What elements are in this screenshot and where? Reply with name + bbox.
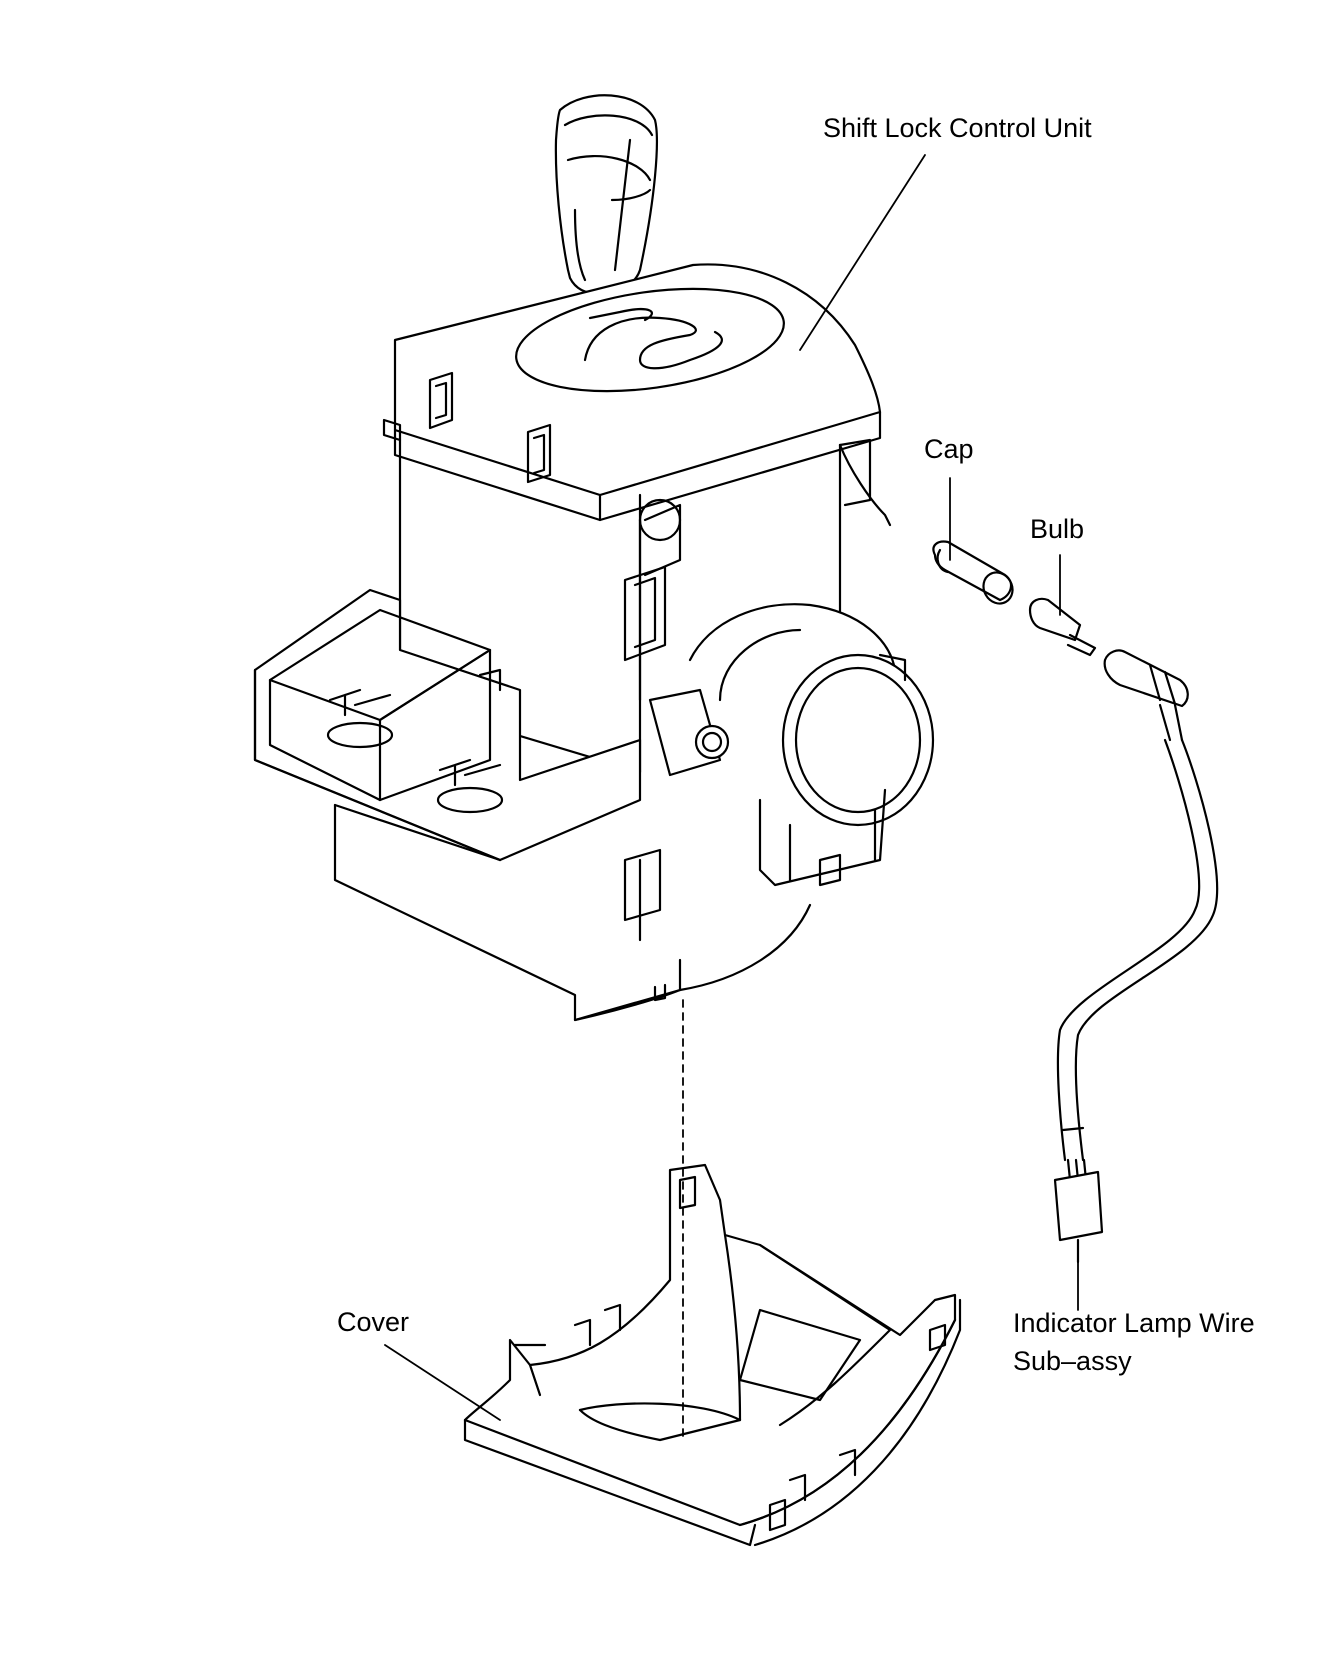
- cap-part: [932, 540, 1014, 605]
- left-tray: [253, 588, 642, 862]
- label-cap: Cap: [924, 434, 974, 464]
- leader-cover: [384, 1344, 501, 1421]
- shift-lock-body: [382, 371, 892, 774]
- cover-part: [463, 1163, 962, 1547]
- leader-lines: [384, 154, 1079, 1421]
- label-shift-lock-control-unit: Shift Lock Control Unit: [823, 113, 1092, 143]
- label-indicator-lamp-wire-line2: Sub–assy: [1013, 1346, 1132, 1376]
- indicator-lamp-wire: [1053, 649, 1219, 1264]
- label-indicator-lamp-wire-line1: Indicator Lamp Wire: [1013, 1308, 1255, 1338]
- shift-lock-top-plate: [393, 263, 882, 522]
- label-bulb: Bulb: [1030, 514, 1085, 544]
- leader-shift-lock-control-unit: [799, 154, 926, 351]
- lower-box: [333, 803, 812, 1022]
- solenoid: [648, 603, 935, 887]
- bulb-part: [1028, 597, 1097, 657]
- label-cover: Cover: [337, 1307, 410, 1337]
